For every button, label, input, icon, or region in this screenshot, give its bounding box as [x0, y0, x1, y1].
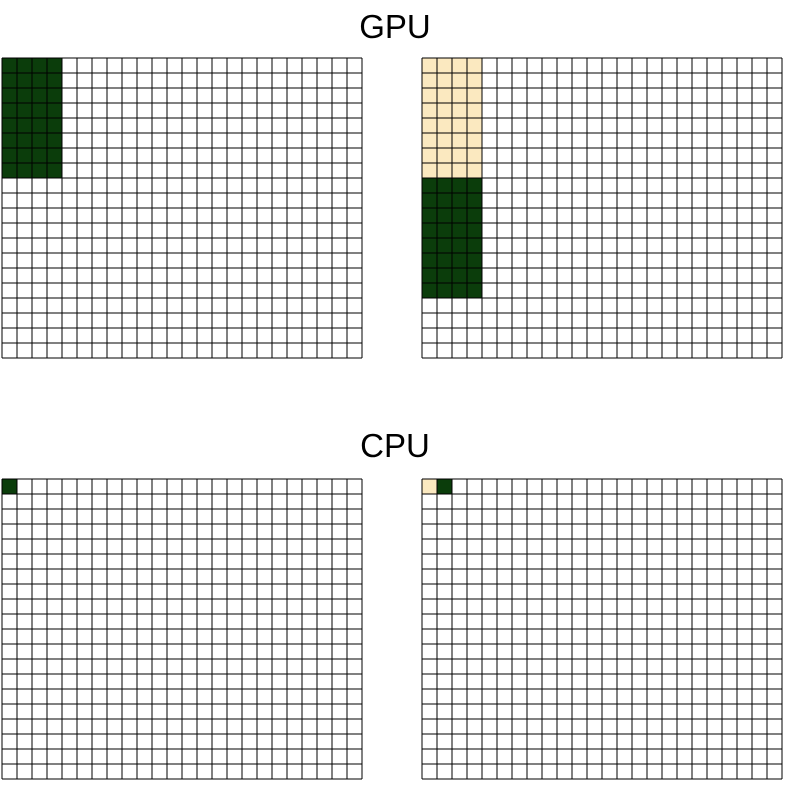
gpu-section-title: GPU	[359, 8, 431, 45]
cpu-step-1-active-block	[2, 479, 17, 494]
cpu-step-2-previous-block	[422, 479, 437, 494]
cpu-section-title: CPU	[360, 427, 430, 464]
gpu-grid-left	[1, 57, 363, 359]
cpu-step-2-active-block	[437, 479, 452, 494]
gpu-grid-right	[421, 57, 783, 359]
cpu-grid-left	[1, 478, 363, 780]
cpu-grid-right	[421, 478, 783, 780]
